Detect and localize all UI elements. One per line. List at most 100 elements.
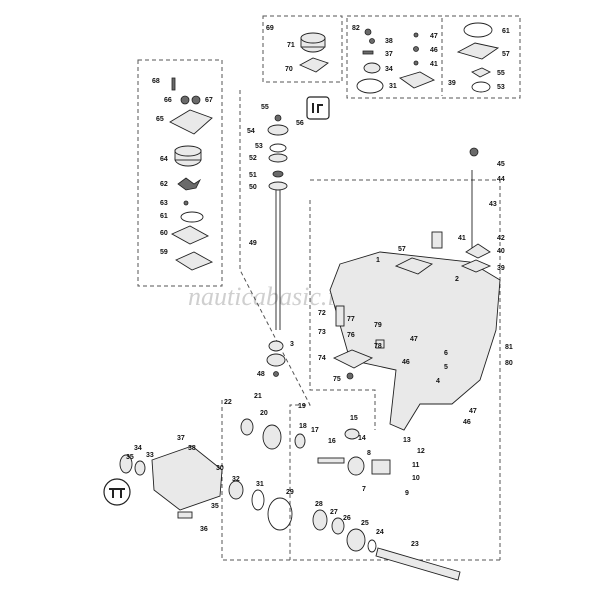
label-21: 21	[254, 393, 262, 400]
label-69: 69	[266, 25, 274, 32]
part-62-shape	[177, 177, 202, 191]
part-55b-shape	[274, 114, 282, 122]
part-18-shape	[294, 433, 306, 449]
label-11: 11	[412, 462, 420, 469]
label-67: 67	[205, 97, 213, 104]
part-28-shape	[312, 509, 328, 531]
label-62: 62	[160, 181, 168, 188]
label-38b: 38	[188, 445, 196, 452]
label-12: 12	[417, 448, 425, 455]
frame-driveshaft	[239, 90, 311, 560]
label-45: 45	[497, 161, 505, 168]
label-66: 66	[164, 97, 172, 104]
label-1: 1	[376, 257, 380, 264]
label-6: 6	[444, 350, 448, 357]
label-2: 2	[455, 276, 459, 283]
label-47c: 47	[469, 408, 477, 415]
part-8-shape	[347, 456, 365, 476]
part-61a-shape	[463, 22, 493, 38]
part-47a-shape	[413, 32, 419, 38]
label-46b: 46	[402, 359, 410, 366]
label-20: 20	[260, 410, 268, 417]
label-57b: 57	[398, 246, 406, 253]
label-55b: 55	[261, 104, 269, 111]
part-3-shape	[268, 340, 284, 352]
label-65: 65	[156, 116, 164, 123]
label-9: 9	[405, 490, 409, 497]
part-34b-shape	[119, 454, 133, 474]
label-17: 17	[311, 427, 319, 434]
frame-housing	[310, 179, 501, 560]
label-27: 27	[330, 509, 338, 516]
box-water-pump	[137, 59, 223, 287]
label-40: 40	[497, 248, 505, 255]
label-31: 31	[389, 83, 397, 90]
label-34b: 34	[134, 445, 142, 452]
label-68: 68	[152, 78, 160, 85]
label-34: 34	[385, 66, 393, 73]
label-47b: 47	[410, 336, 418, 343]
label-49: 49	[249, 240, 257, 247]
label-77: 77	[347, 316, 355, 323]
label-81: 81	[505, 344, 513, 351]
part-39b-shape	[460, 259, 492, 273]
part-32-shape	[228, 480, 244, 500]
part-68-shape	[171, 77, 176, 91]
label-54: 54	[247, 128, 255, 135]
label-55: 55	[497, 70, 505, 77]
part-51-shape	[272, 170, 284, 178]
part-41a-shape	[413, 60, 419, 66]
watermark: nauticabasic.it	[188, 282, 343, 311]
part-75-shape	[346, 372, 354, 380]
label-70: 70	[285, 66, 293, 73]
label-10: 10	[412, 475, 420, 482]
label-38: 38	[385, 38, 393, 45]
part-35a-shape	[134, 460, 146, 476]
part-57b-shape	[394, 257, 434, 275]
label-31b: 31	[256, 481, 264, 488]
part-19-shape	[262, 424, 282, 450]
label-61: 61	[502, 28, 510, 35]
part-71-top	[300, 32, 326, 44]
part-36-shape	[177, 511, 193, 519]
label-43: 43	[489, 201, 497, 208]
label-80: 80	[505, 360, 513, 367]
part-66-shape	[180, 95, 190, 105]
label-30: 30	[216, 465, 224, 472]
part-59-shape	[175, 251, 214, 271]
label-35b: 35	[211, 503, 219, 510]
part-65-shape	[169, 109, 213, 135]
label-33: 33	[146, 452, 154, 459]
label-29: 29	[286, 489, 294, 496]
part-52-shape	[268, 153, 288, 163]
tool-symbol-left	[103, 478, 131, 506]
label-79: 79	[374, 322, 382, 329]
part-50-shape	[268, 181, 288, 191]
label-3: 3	[290, 341, 294, 348]
label-73: 73	[318, 329, 326, 336]
part-72-shape	[335, 305, 345, 327]
propeller-shaft-23	[375, 547, 461, 581]
part-40-shape	[465, 243, 491, 259]
part-14-shape	[344, 428, 360, 440]
label-46c: 46	[463, 419, 471, 426]
label-13: 13	[403, 437, 411, 444]
label-59: 59	[160, 249, 168, 256]
label-18: 18	[299, 423, 307, 430]
label-44: 44	[497, 176, 505, 183]
label-41: 41	[430, 61, 438, 68]
part-63-shape	[183, 200, 189, 206]
label-41b: 41	[458, 235, 466, 242]
part-24-shape	[367, 539, 377, 553]
part-53-shape	[471, 81, 491, 93]
label-42: 42	[497, 235, 505, 242]
part-70-shape	[298, 57, 329, 73]
label-8: 8	[367, 450, 371, 457]
label-36: 36	[200, 526, 208, 533]
part-25-shape	[346, 528, 366, 552]
part-54-shape	[267, 124, 289, 136]
label-19: 19	[298, 403, 306, 410]
label-76: 76	[347, 332, 355, 339]
label-53b: 53	[255, 143, 263, 150]
